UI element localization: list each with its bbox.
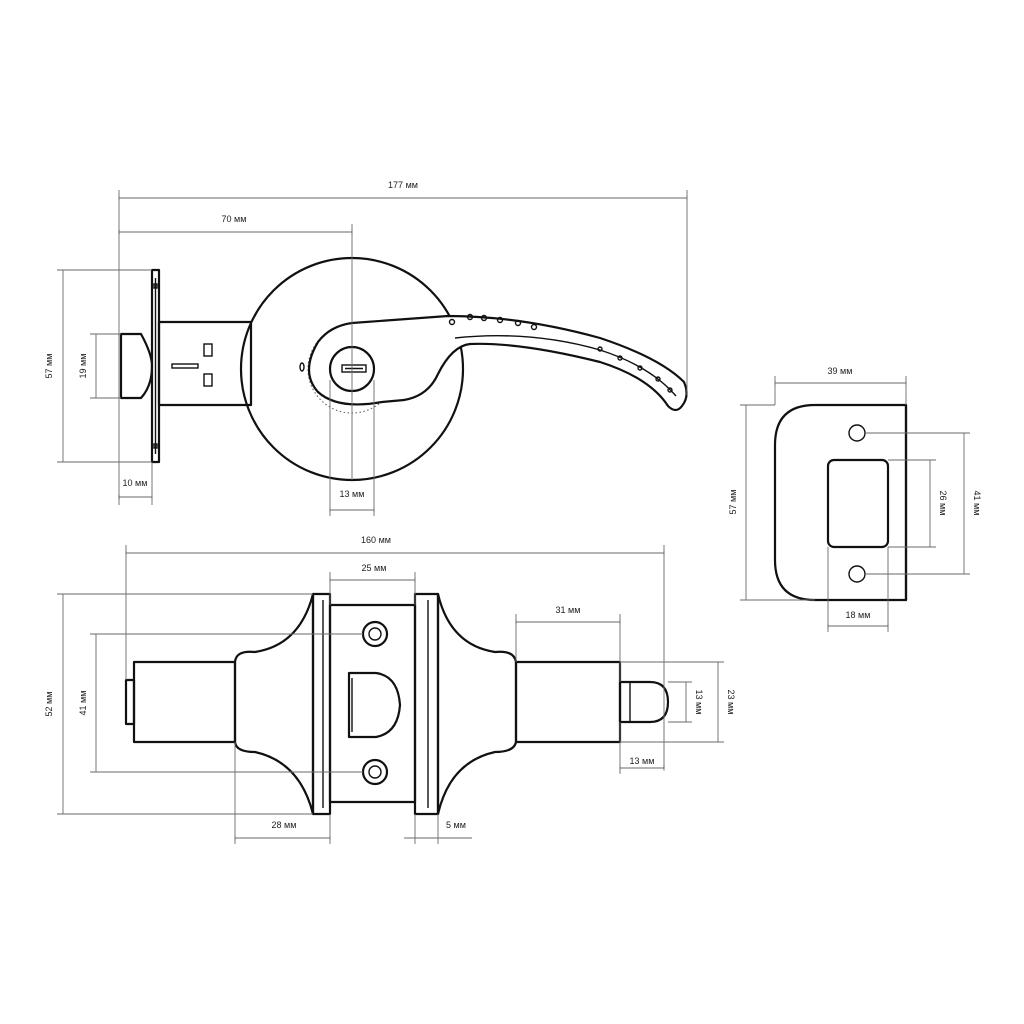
dim-side-holes: 41 мм bbox=[78, 691, 88, 716]
dim-top-height: 57 мм bbox=[44, 354, 54, 379]
strike-hole-bottom bbox=[848, 565, 866, 583]
knob-end bbox=[618, 680, 670, 724]
dim-top-latch: 19 мм bbox=[78, 354, 88, 379]
strike-hole-top bbox=[848, 424, 866, 442]
strike-plate bbox=[773, 403, 908, 602]
left-rose bbox=[233, 592, 315, 816]
dim-side-overall: 160 мм bbox=[361, 535, 391, 545]
lever-handle bbox=[307, 314, 688, 412]
dim-side-plate: 25 мм bbox=[362, 563, 387, 573]
strike-plate-view: 39 мм 57 мм 41 мм 26 мм 18 мм bbox=[728, 366, 982, 632]
dim-strike-window-h: 26 мм bbox=[938, 491, 948, 516]
dim-strike-holes: 41 мм bbox=[972, 491, 982, 516]
dim-top-overall: 177 мм bbox=[388, 180, 418, 190]
dim-side-spindle: 31 мм bbox=[556, 605, 581, 615]
side-view: 160 мм 25 мм 31 мм 52 мм 41 мм 13 мм 23 … bbox=[44, 535, 736, 844]
dim-top-axis: 70 мм bbox=[222, 214, 247, 224]
latch-body bbox=[157, 320, 253, 407]
dim-strike-width: 39 мм bbox=[828, 366, 853, 376]
dim-side-rose: 52 мм bbox=[44, 692, 54, 717]
dim-side-base: 28 мм bbox=[272, 820, 297, 830]
strike-window bbox=[826, 458, 890, 549]
latch-opening bbox=[347, 671, 402, 739]
dim-side-knob-h: 13 мм bbox=[694, 690, 704, 715]
latch-bolt bbox=[119, 332, 154, 400]
right-rose bbox=[436, 592, 518, 816]
dim-strike-window-w: 18 мм bbox=[846, 610, 871, 620]
dim-top-offset: 10 мм bbox=[123, 478, 148, 488]
keyhole bbox=[341, 364, 367, 373]
dim-strike-height: 57 мм bbox=[728, 490, 738, 515]
dim-side-knob-len: 13 мм bbox=[630, 756, 655, 766]
dim-side-knob-outer: 23 мм bbox=[726, 690, 736, 715]
dim-side-rose-thick: 5 мм bbox=[446, 820, 466, 830]
dim-top-key: 13 мм bbox=[340, 489, 365, 499]
top-view: 177 мм 70 мм 57 мм 19 мм 10 мм 13 мм bbox=[44, 180, 688, 516]
